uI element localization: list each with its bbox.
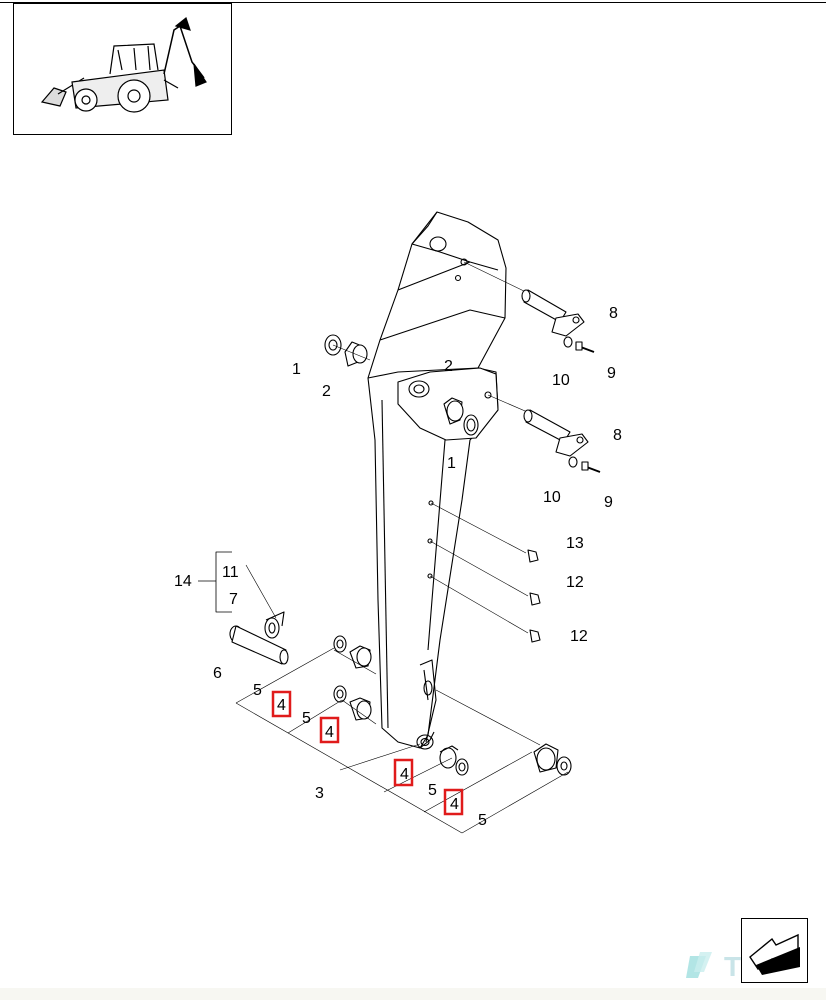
pin-assembly-lower bbox=[487, 394, 601, 473]
callout-4: 4 bbox=[277, 697, 286, 714]
machine-thumbnail bbox=[13, 3, 232, 135]
callout-5: 5 bbox=[253, 682, 262, 699]
callout-9: 9 bbox=[604, 494, 613, 511]
callout-10: 10 bbox=[543, 489, 561, 506]
bushing-set-mid bbox=[443, 397, 479, 436]
callout-9: 9 bbox=[607, 365, 616, 382]
callout-3: 3 bbox=[315, 785, 324, 802]
next-page-arrow-icon bbox=[749, 933, 800, 975]
callout-12: 12 bbox=[570, 628, 588, 645]
bushing-set-lower-right bbox=[439, 743, 572, 776]
callout-5: 5 bbox=[478, 812, 487, 829]
bushing-set-upper-left bbox=[324, 334, 371, 367]
grease-fittings bbox=[429, 502, 541, 643]
footer-band bbox=[0, 988, 826, 1000]
group-bracket-14 bbox=[198, 551, 232, 613]
callout-11: 11 bbox=[222, 564, 239, 581]
callout-10: 10 bbox=[552, 372, 570, 389]
callout-2: 2 bbox=[322, 383, 331, 400]
callout-6: 6 bbox=[213, 665, 222, 682]
callout-5: 5 bbox=[428, 782, 437, 799]
next-page-button[interactable] bbox=[741, 918, 808, 983]
highlight-box bbox=[443, 788, 464, 816]
callout-7: 7 bbox=[229, 591, 238, 608]
bushing-set-lower-left bbox=[333, 635, 372, 721]
pin-assembly-upper bbox=[463, 261, 595, 353]
lower-pin-assembly bbox=[229, 564, 289, 665]
callout-labels: 1 2 2 1 8 10 9 8 10 9 13 12 12 14 11 7 6… bbox=[174, 305, 622, 829]
callout-8: 8 bbox=[613, 427, 622, 444]
callout-4: 4 bbox=[325, 724, 334, 741]
callout-14: 14 bbox=[174, 573, 192, 590]
callout-highlights bbox=[271, 690, 464, 816]
backhoe-loader-icon bbox=[40, 16, 207, 113]
callout-4: 4 bbox=[450, 796, 459, 813]
callout-8: 8 bbox=[609, 305, 618, 322]
boom-arm bbox=[367, 211, 507, 750]
callout-2: 2 bbox=[444, 358, 453, 375]
callout-1: 1 bbox=[292, 361, 301, 378]
callout-1: 1 bbox=[447, 455, 456, 472]
callout-13: 13 bbox=[566, 535, 584, 552]
callout-4: 4 bbox=[400, 766, 409, 783]
highlight-box bbox=[319, 716, 340, 744]
header-rule bbox=[0, 2, 826, 3]
callout-5: 5 bbox=[302, 710, 311, 727]
assembly-lines bbox=[235, 647, 569, 834]
highlight-box bbox=[271, 690, 292, 718]
highlight-box bbox=[393, 758, 414, 787]
callout-12: 12 bbox=[566, 574, 584, 591]
